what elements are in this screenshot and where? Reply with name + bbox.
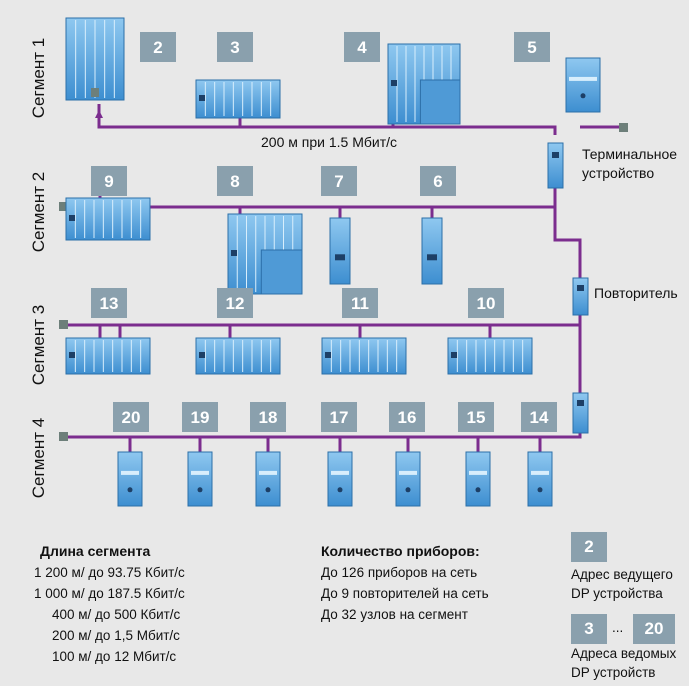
device-13 bbox=[65, 337, 151, 375]
address-badge-label: 16 bbox=[398, 408, 417, 427]
segment-length-row-3: 400 м/ до 500 Кбит/с bbox=[52, 607, 181, 622]
address-badge-label: 14 bbox=[530, 408, 549, 427]
device-7 bbox=[329, 217, 351, 285]
address-badge-10: 10 bbox=[468, 288, 504, 318]
device-4 bbox=[387, 43, 461, 125]
bus-segment-4-drops bbox=[128, 437, 542, 452]
address-badge-15: 15 bbox=[458, 402, 494, 432]
segment-label-3: Сегмент 3 bbox=[29, 305, 48, 385]
address-badge-3: 3 bbox=[217, 32, 253, 62]
address-badge-16: 16 bbox=[389, 402, 425, 432]
slave-address-line2: DP устройств bbox=[571, 665, 656, 680]
device-15 bbox=[465, 451, 491, 507]
devices bbox=[65, 17, 601, 507]
repeater-label: Повторитель bbox=[594, 285, 678, 301]
terminator-3 bbox=[59, 320, 68, 329]
bus-segment-3-drops bbox=[98, 325, 492, 338]
device-count-row-1: До 126 приборов на сеть bbox=[321, 565, 478, 580]
segment-length-row-4: 200 м/ до 1,5 Мбит/с bbox=[52, 628, 180, 643]
address-badge-5: 5 bbox=[514, 32, 550, 62]
address-badge-label: 17 bbox=[330, 408, 349, 427]
bus-arrow bbox=[95, 110, 103, 118]
repeater-device-1 bbox=[547, 142, 564, 189]
address-badge-label: 6 bbox=[433, 172, 442, 191]
terminator-1 bbox=[619, 123, 628, 132]
device-5 bbox=[565, 57, 601, 113]
terminal-device-label-line1: Терминальное bbox=[582, 146, 677, 162]
address-badge-19: 19 bbox=[182, 402, 218, 432]
distance-annotation: 200 м при 1.5 Мбит/с bbox=[261, 134, 397, 150]
device-2 bbox=[65, 17, 125, 101]
address-badge-6: 6 bbox=[420, 166, 456, 196]
address-badge-4: 4 bbox=[344, 32, 380, 62]
device-8 bbox=[227, 213, 303, 295]
address-badge-label: 13 bbox=[100, 294, 119, 313]
segment-length-row-5: 100 м/ до 12 Мбит/с bbox=[52, 649, 177, 664]
device-6 bbox=[421, 217, 443, 285]
device-12 bbox=[195, 337, 281, 375]
address-badge-9: 9 bbox=[91, 166, 127, 196]
master-address-line1: Адрес ведущего bbox=[571, 567, 673, 582]
segment-length-title: Длина сегмента bbox=[40, 543, 151, 559]
address-badge-13: 13 bbox=[91, 288, 127, 318]
address-badge-label: 19 bbox=[191, 408, 210, 427]
master-address-line2: DP устройства bbox=[571, 586, 663, 601]
master-address-badge: 2 bbox=[571, 532, 607, 562]
device-10 bbox=[447, 337, 533, 375]
address-badge-12: 12 bbox=[217, 288, 253, 318]
device-19 bbox=[187, 451, 213, 507]
device-11 bbox=[321, 337, 407, 375]
address-badge-14: 14 bbox=[521, 402, 557, 432]
address-badge-label: 18 bbox=[259, 408, 278, 427]
address-badge-label: 5 bbox=[527, 38, 536, 57]
address-badge-label: 15 bbox=[467, 408, 486, 427]
address-badge-2: 2 bbox=[140, 32, 176, 62]
repeater-device-3 bbox=[572, 392, 589, 434]
device-count-row-2: До 9 повторителей на сеть bbox=[321, 586, 489, 601]
address-badge-label: 7 bbox=[334, 172, 343, 191]
address-badge-label: 8 bbox=[230, 172, 239, 191]
profibus-network-diagram: Сегмент 1 Сегмент 2 Сегмент 3 Сегмент 4 … bbox=[0, 0, 689, 526]
device-18 bbox=[255, 451, 281, 507]
address-badge-label: 10 bbox=[477, 294, 496, 313]
segment-length-row-2: 1 000 м/ до 187.5 Кбит/с bbox=[34, 586, 185, 601]
address-badge-label: 3 bbox=[230, 38, 239, 57]
address-badge-7: 7 bbox=[321, 166, 357, 196]
slave-address-ellipsis: ... bbox=[612, 620, 624, 635]
repeater-device-2 bbox=[572, 277, 589, 316]
address-badge-17: 17 bbox=[321, 402, 357, 432]
address-badge-label: 20 bbox=[122, 408, 141, 427]
address-badge-label: 11 bbox=[351, 294, 369, 313]
device-3 bbox=[195, 79, 281, 119]
address-badges: 2 3 4 5 9 8 7 6 13 12 11 10 20 19 18 17 16 15 14 bbox=[91, 32, 557, 432]
address-badge-label: 9 bbox=[104, 172, 113, 191]
bus-link-2-3 bbox=[553, 207, 582, 280]
device-20 bbox=[117, 451, 143, 507]
device-count-title: Количество приборов: bbox=[321, 543, 480, 559]
address-badge-label: 2 bbox=[153, 38, 162, 57]
device-9 bbox=[65, 197, 151, 241]
device-16 bbox=[395, 451, 421, 507]
address-badge-20: 20 bbox=[113, 402, 149, 432]
terminal-device-label-line2: устройство bbox=[582, 165, 654, 181]
address-badge-18: 18 bbox=[250, 402, 286, 432]
segment-label-4: Сегмент 4 bbox=[29, 418, 48, 498]
address-badge-label: 12 bbox=[226, 294, 245, 313]
slave-address-line1: Адреса ведомых bbox=[571, 646, 677, 661]
segment-label-2: Сегмент 2 bbox=[29, 172, 48, 252]
address-badge-8: 8 bbox=[217, 166, 253, 196]
device-count-row-3: До 32 узлов на сегмент bbox=[321, 607, 468, 622]
segment-length-row-1: 1 200 м/ до 93.75 Кбит/с bbox=[34, 565, 185, 580]
device-17 bbox=[327, 451, 353, 507]
segment-label-1: Сегмент 1 bbox=[29, 38, 48, 118]
address-badge-11: 11 bbox=[342, 288, 378, 318]
terminator-4 bbox=[59, 432, 68, 441]
device-14 bbox=[527, 451, 553, 507]
legend-panel: Длина сегмента 1 200 м/ до 93.75 Кбит/с … bbox=[0, 526, 689, 686]
bus-segment-4 bbox=[64, 433, 582, 439]
address-badge-label: 4 bbox=[357, 38, 367, 57]
slave-address-badge-to: 20 bbox=[633, 614, 675, 644]
slave-address-badge-from: 3 bbox=[571, 614, 607, 644]
terminator-2 bbox=[59, 202, 68, 211]
